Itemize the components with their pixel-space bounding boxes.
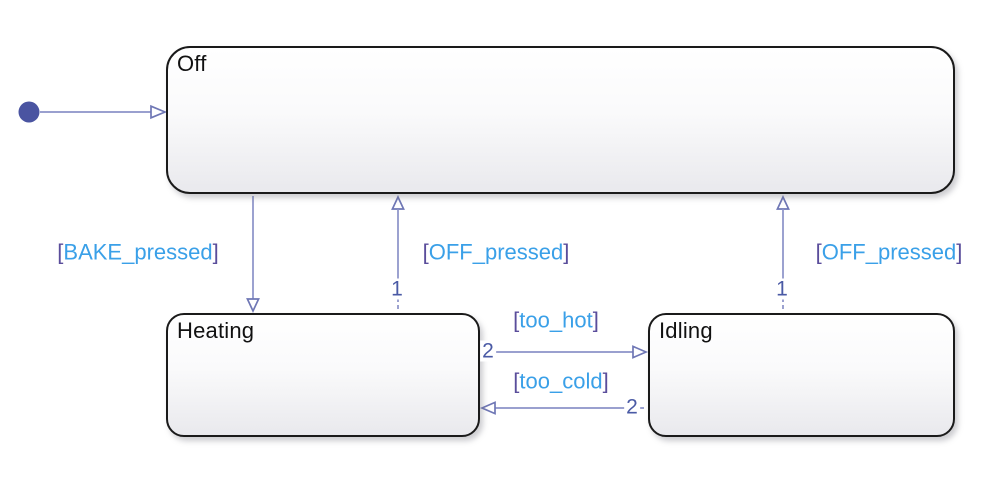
state-heating-label: Heating <box>177 318 255 343</box>
transition-order-off-from-heating[interactable]: 1 <box>389 277 405 301</box>
arrowhead-toocold-into-heating <box>479 401 496 415</box>
arrowhead-offpressed-left-into-off <box>391 194 405 210</box>
condition-text: OFF_pressed <box>821 239 957 265</box>
state-idling[interactable]: Idling <box>648 313 955 437</box>
transition-label-too-cold[interactable]: [too_cold] <box>511 368 611 394</box>
arrowhead-offpressed-right-into-off <box>776 194 790 210</box>
transition-order-too-cold[interactable]: 2 <box>624 395 640 419</box>
state-off-label: Off <box>177 51 207 76</box>
condition-text: OFF_pressed <box>428 239 564 265</box>
condition-text: too_cold <box>519 368 603 394</box>
state-off[interactable]: Off <box>166 46 955 194</box>
transition-label-off-pressed-left[interactable]: [OFF_pressed] <box>420 239 572 265</box>
bracket-open: [ <box>422 239 429 265</box>
state-heating[interactable]: Heating <box>166 313 480 437</box>
condition-text: BAKE_pressed <box>63 239 213 265</box>
bracket-open: [ <box>57 239 64 265</box>
initial-transition-dot[interactable] <box>18 101 40 123</box>
bracket-close: ] <box>212 239 219 265</box>
state-idling-label: Idling <box>659 318 713 343</box>
bracket-close: ] <box>602 368 609 394</box>
arrowhead-toohot-into-idling <box>632 345 649 359</box>
transition-order-off-from-idling[interactable]: 1 <box>774 277 790 301</box>
transition-label-bake-pressed[interactable]: [BAKE_pressed] <box>55 239 221 265</box>
bracket-open: [ <box>815 239 822 265</box>
bracket-open: [ <box>513 368 520 394</box>
transition-label-too-hot[interactable]: [too_hot] <box>511 307 601 333</box>
transition-label-off-pressed-right[interactable]: [OFF_pressed] <box>813 239 965 265</box>
arrowhead-bake-into-heating <box>246 298 260 314</box>
bracket-open: [ <box>513 307 520 333</box>
bracket-close: ] <box>956 239 963 265</box>
bracket-close: ] <box>563 239 570 265</box>
transition-order-too-hot[interactable]: 2 <box>480 339 496 363</box>
bracket-close: ] <box>592 307 599 333</box>
condition-text: too_hot <box>519 307 593 333</box>
arrowhead-initial-into-off <box>150 104 168 120</box>
